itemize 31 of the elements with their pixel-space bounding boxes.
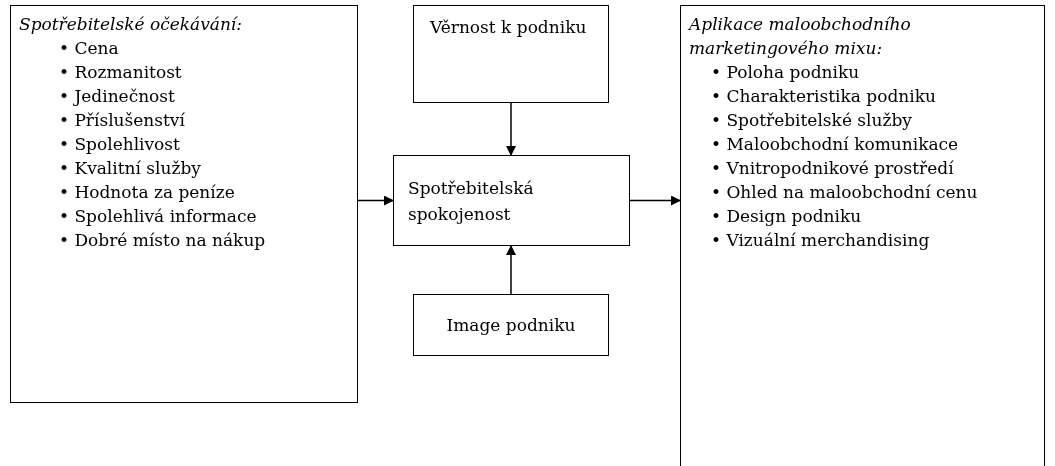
list-item: • Kvalitní služby — [59, 157, 202, 180]
list-item: • Charakteristika podniku — [711, 85, 937, 108]
text-box — [680, 5, 1045, 466]
list-item: • Příslušenství — [59, 109, 186, 132]
arrow — [629, 195, 681, 206]
text-box — [10, 5, 358, 403]
text-box — [393, 155, 630, 246]
list-item: • Design podniku — [711, 205, 863, 228]
list-heading: Aplikace maloobchodního marketingového mixu: — [689, 13, 912, 60]
list-item: • Vizuální merchandising — [711, 229, 931, 252]
list-item: • Dobré místo na nákup — [59, 229, 267, 252]
list-item: • Spotřebitelské služby — [711, 109, 913, 132]
arrow — [357, 195, 394, 206]
list-item: • Jedinečnost — [59, 85, 176, 108]
arrow — [506, 245, 516, 295]
text-box — [413, 5, 609, 103]
list-item: • Poloha podniku — [711, 61, 861, 84]
box-label: Image podniku — [446, 314, 576, 337]
list-item: • Hodnota za peníze — [59, 181, 236, 204]
list-item: • Maloobchodní komunikace — [711, 133, 960, 156]
list-item: • Vnitropodnikové prostředí — [711, 157, 955, 180]
list-item: • Rozmanitost — [59, 61, 183, 84]
list-item: • Ohled na maloobchodní cenu — [711, 181, 979, 204]
box-label: Spotřebitelská spokojenost — [408, 176, 535, 226]
list-item: • Cena — [59, 37, 120, 60]
arrow — [506, 102, 516, 156]
list-item: • Spolehlivost — [59, 133, 181, 156]
box-label: Věrnost k podniku — [430, 16, 587, 39]
list-heading: Spotřebitelské očekávání: — [19, 13, 244, 36]
text-box — [413, 294, 609, 356]
list-item: • Spolehlivá informace — [59, 205, 258, 228]
